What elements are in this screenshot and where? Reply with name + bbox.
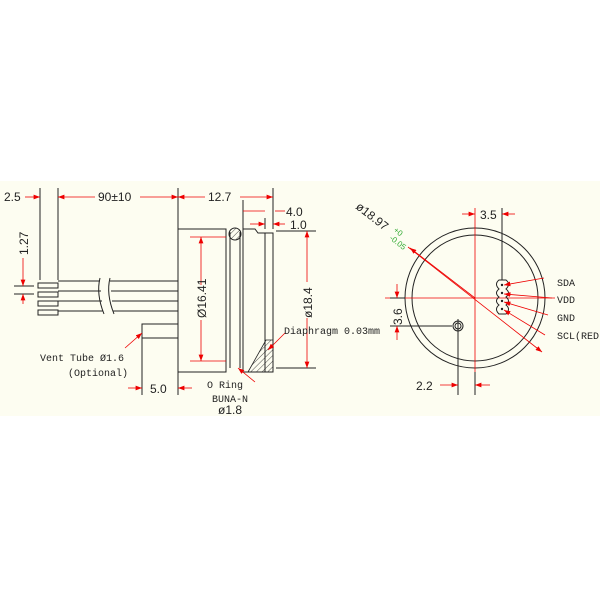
dimension-pin-offset: 3.5 [462,208,515,222]
svg-text:ø18.4: ø18.4 [301,287,315,318]
pin-label-gnd: GND [557,314,575,325]
dimension-inner-diameter: Ø16.41 [190,236,226,362]
diaphragm-label: Diaphragm 0.03mm [284,326,380,338]
svg-text:-0.05: -0.05 [388,233,408,252]
dimension-outer-diameter: ø18.4 [276,230,316,369]
svg-text:3.5: 3.5 [480,208,497,222]
svg-text:1.27: 1.27 [17,231,31,255]
pin-label-vdd: VDD [557,296,575,307]
o-ring [228,227,242,241]
wires [37,277,178,316]
dimension-vent-length: 5.0 [128,382,192,396]
dimension-vent-offset-x: 2.2 [416,372,490,395]
diaphragm [247,339,274,373]
side-view: 2.5 90±10 12.7 4.0 1.0 1.27 [4,188,380,417]
dimension-diaphragm-offset: 1.0 [250,218,307,232]
oring-size: ø1.8 [218,403,242,417]
oring-material: BUNA-N [212,395,248,406]
dimension-wire-strip: 2.5 [4,190,40,204]
svg-text:90±10: 90±10 [98,190,132,204]
vent-tube [141,323,179,339]
sensor-body [177,227,274,373]
svg-text:3.6: 3.6 [391,308,405,325]
svg-text:2.5: 2.5 [4,190,21,204]
svg-text:5.0: 5.0 [150,382,167,396]
vent-tube-note: (Optional) [68,368,128,380]
oring-label: O Ring [207,380,243,392]
pin-label-scl: SCL(RED) [557,331,600,343]
svg-text:Ø16.41: Ø16.41 [195,278,209,318]
dimension-front: 4.0 [243,205,303,219]
svg-text:2.2: 2.2 [416,379,433,393]
pin-label-sda: SDA [557,279,575,290]
dimension-vent-offset-y: 3.6 [390,284,405,340]
vent-tube-label: Vent Tube Ø1.6 [40,353,124,365]
svg-text:4.0: 4.0 [286,205,303,219]
svg-text:1.0: 1.0 [290,218,307,232]
vent-hole [390,319,464,395]
svg-text:ø18.97: ø18.97 [353,199,391,233]
dimension-diameter: ø18.97 +0 -0.05 [353,199,408,252]
svg-text:12.7: 12.7 [208,190,232,204]
pin-connector [496,279,509,315]
front-view: ø18.97 +0 -0.05 3.5 SDA VDD GND SCL(RED) [353,199,600,395]
dimension-body-length: 12.7 [178,190,273,204]
dimension-cable-length: 90±10 [58,190,178,204]
dimension-pin-pitch: 1.27 [14,231,34,304]
